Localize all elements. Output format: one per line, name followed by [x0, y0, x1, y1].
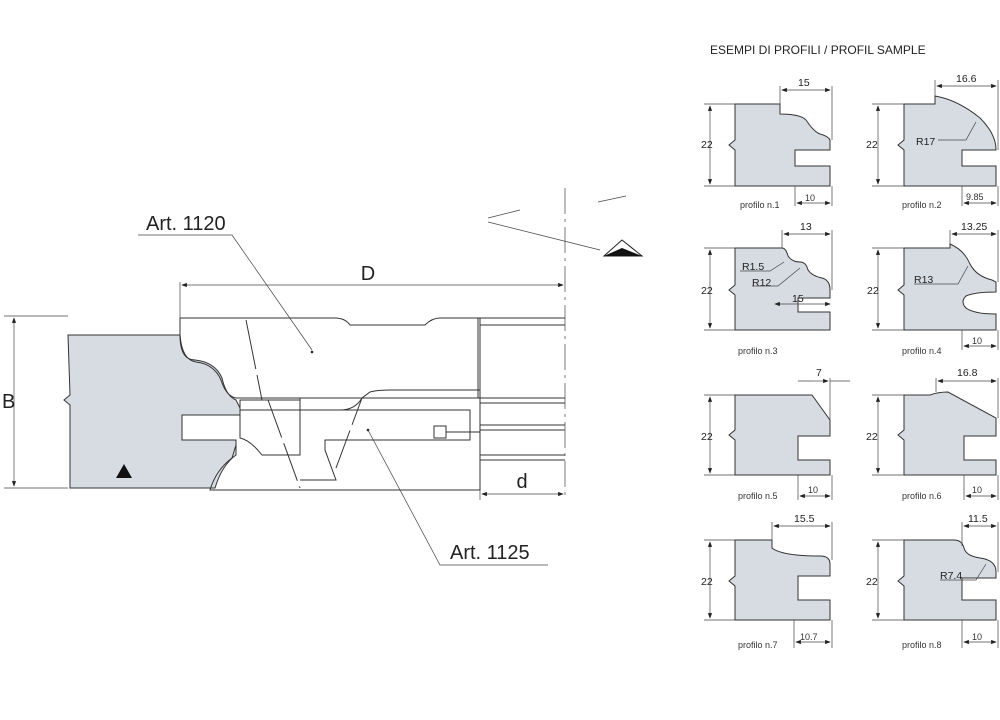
profile-6-caption: profilo n.6	[902, 491, 942, 501]
profile-8-caption: profilo n.8	[902, 640, 942, 650]
profile-4-caption: profilo n.4	[902, 346, 942, 356]
svg-text:9.85: 9.85	[966, 192, 984, 202]
svg-text:R1.5: R1.5	[742, 261, 764, 273]
svg-text:10: 10	[972, 336, 982, 346]
svg-text:10: 10	[972, 485, 982, 495]
svg-text:22: 22	[701, 576, 713, 588]
svg-text:22: 22	[867, 285, 879, 297]
svg-text:22: 22	[866, 431, 878, 443]
dim-D-label: D	[361, 263, 375, 285]
dim-d-label: d	[516, 471, 527, 493]
svg-text:10: 10	[972, 632, 982, 642]
profile-2: 22 16.6 R17 9.85 profilo n.2	[866, 73, 999, 210]
svg-text:15.5: 15.5	[794, 513, 815, 525]
profile-4: 22 13.25 R13 10 profilo n.4	[867, 221, 999, 356]
profile-2-caption: profilo n.2	[902, 200, 942, 210]
svg-text:22: 22	[866, 139, 878, 151]
svg-text:22: 22	[701, 431, 713, 443]
profile-3-caption: profilo n.3	[738, 346, 778, 356]
profile-6: 22 16.8 10 profilo n.6	[866, 367, 999, 501]
svg-text:R7.4: R7.4	[940, 570, 962, 582]
svg-text:16.8: 16.8	[957, 367, 978, 379]
svg-text:22: 22	[866, 576, 878, 588]
dim-B-label: B	[2, 391, 15, 413]
svg-text:10.7: 10.7	[800, 632, 818, 642]
label-art-1120: Art. 1120	[146, 213, 226, 235]
profile-7-caption: profilo n.7	[738, 640, 778, 650]
svg-text:7: 7	[816, 367, 822, 379]
svg-text:11.5: 11.5	[968, 513, 988, 525]
svg-text:13: 13	[800, 221, 812, 233]
profile-1: 22 15 10 profilo n.1	[701, 77, 833, 210]
svg-text:22: 22	[701, 285, 713, 297]
main-assembly-drawing: D B d Art. 1120 Art. 1125	[2, 188, 644, 566]
profile-3: 22 13 R1.5 R12 15 profilo n.3	[701, 221, 833, 356]
samples-title: ESEMPI DI PROFILI / PROFIL SAMPLE	[710, 43, 926, 57]
label-art-1125: Art. 1125	[450, 542, 530, 564]
profile-8: 22 11.5 R7.4 10 profilo n.8	[866, 513, 999, 650]
svg-text:10: 10	[808, 485, 818, 495]
svg-text:R17: R17	[916, 136, 935, 148]
svg-text:15: 15	[792, 293, 804, 305]
workpiece	[63, 334, 241, 489]
svg-text:13.25: 13.25	[961, 221, 987, 233]
svg-text:R13: R13	[914, 274, 933, 286]
profile-5-caption: profilo n.5	[738, 491, 778, 501]
profile-1-caption: profilo n.1	[740, 200, 780, 210]
profile-samples: ESEMPI DI PROFILI / PROFIL SAMPLE 22 15 …	[701, 43, 999, 650]
svg-text:R12: R12	[752, 277, 771, 289]
svg-text:16.6: 16.6	[956, 73, 977, 85]
tool-1120-body	[179, 317, 481, 411]
svg-text:15: 15	[798, 77, 810, 89]
svg-text:22: 22	[701, 139, 713, 151]
profile-5: 22 7 10 profilo n.5	[701, 367, 850, 501]
tool-1125-body	[209, 389, 481, 491]
profile-7: 22 15.5 10.7 profilo n.7	[701, 513, 833, 650]
svg-text:10: 10	[805, 193, 815, 203]
